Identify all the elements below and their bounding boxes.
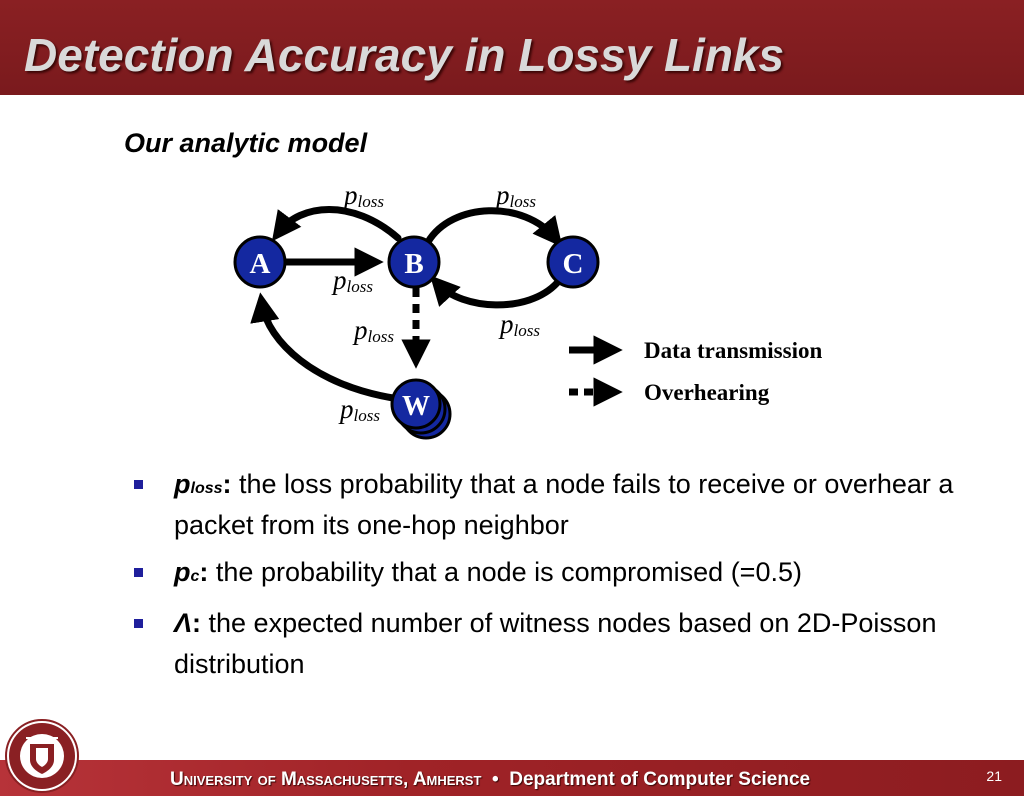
node-b-label: B — [404, 248, 423, 280]
legend-data-transmission: Data transmission — [644, 338, 822, 363]
bullet-item-pc: pc: the probability that a node is compr… — [134, 554, 964, 595]
node-b: B — [387, 235, 441, 289]
symbol: p — [174, 557, 191, 587]
slide-title: Detection Accuracy in Lossy Links — [24, 29, 785, 81]
bullet-list: ploss: the loss probability that a node … — [134, 466, 964, 693]
colon: : — [222, 469, 232, 499]
node-w-stack: W — [390, 378, 452, 440]
colon: : — [199, 557, 209, 587]
edge-label-c-to-b: ploss — [498, 309, 540, 340]
colon: : — [192, 608, 202, 638]
square-bullet-icon — [134, 480, 143, 489]
symbol-subscript: c — [190, 568, 200, 585]
edge-label-b-to-w: ploss — [352, 315, 394, 346]
legend: Data transmission Overhearing — [569, 335, 822, 407]
edge-c-to-b — [430, 275, 561, 309]
edge-b-to-a-upper — [271, 206, 402, 242]
node-a: A — [233, 235, 287, 289]
edge-label-a-to-b: ploss — [331, 265, 373, 296]
title-bar: Detection Accuracy in Lossy Links — [0, 0, 1024, 95]
bullet-item-lambda: Λ: the expected number of witness nodes … — [134, 605, 964, 683]
footer-separator: • — [492, 769, 499, 790]
slide-subtitle: Our analytic model — [124, 128, 368, 158]
university-name: University of Massachusetts, Amherst — [170, 769, 482, 790]
node-a-label: A — [250, 248, 271, 280]
edge-b-to-c — [424, 207, 563, 248]
edge-w-to-a — [250, 292, 397, 402]
bullet-text: the probability that a node is compromis… — [208, 557, 802, 587]
symbol-subscript: loss — [190, 480, 223, 497]
square-bullet-icon — [134, 619, 143, 628]
edge-label-b-to-a: ploss — [342, 180, 384, 211]
node-c: C — [546, 235, 600, 289]
symbol: p — [174, 469, 191, 499]
legend-overhearing: Overhearing — [644, 380, 770, 405]
slide-number: 21 — [986, 768, 1002, 784]
department-name: Department of Computer Science — [509, 769, 811, 790]
university-seal-icon — [5, 719, 79, 793]
edge-label-b-to-c: ploss — [494, 180, 536, 211]
node-w-label: W — [402, 391, 430, 422]
node-c-label: C — [563, 248, 584, 280]
square-bullet-icon — [134, 568, 143, 577]
edge-label-w-to-a: ploss — [338, 394, 380, 425]
bullet-text: the loss probability that a node fails t… — [174, 469, 954, 540]
network-diagram: A B C W ploss ploss ploss ploss ploss pl… — [233, 180, 822, 440]
symbol: Λ — [174, 608, 193, 638]
bullet-item-ploss: ploss: the loss probability that a node … — [134, 466, 964, 544]
footer-bar: University of Massachusetts, Amherst • D… — [0, 760, 1024, 796]
footer-text: University of Massachusetts, Amherst • D… — [170, 769, 810, 791]
bullet-text: the expected number of witness nodes bas… — [174, 608, 937, 679]
